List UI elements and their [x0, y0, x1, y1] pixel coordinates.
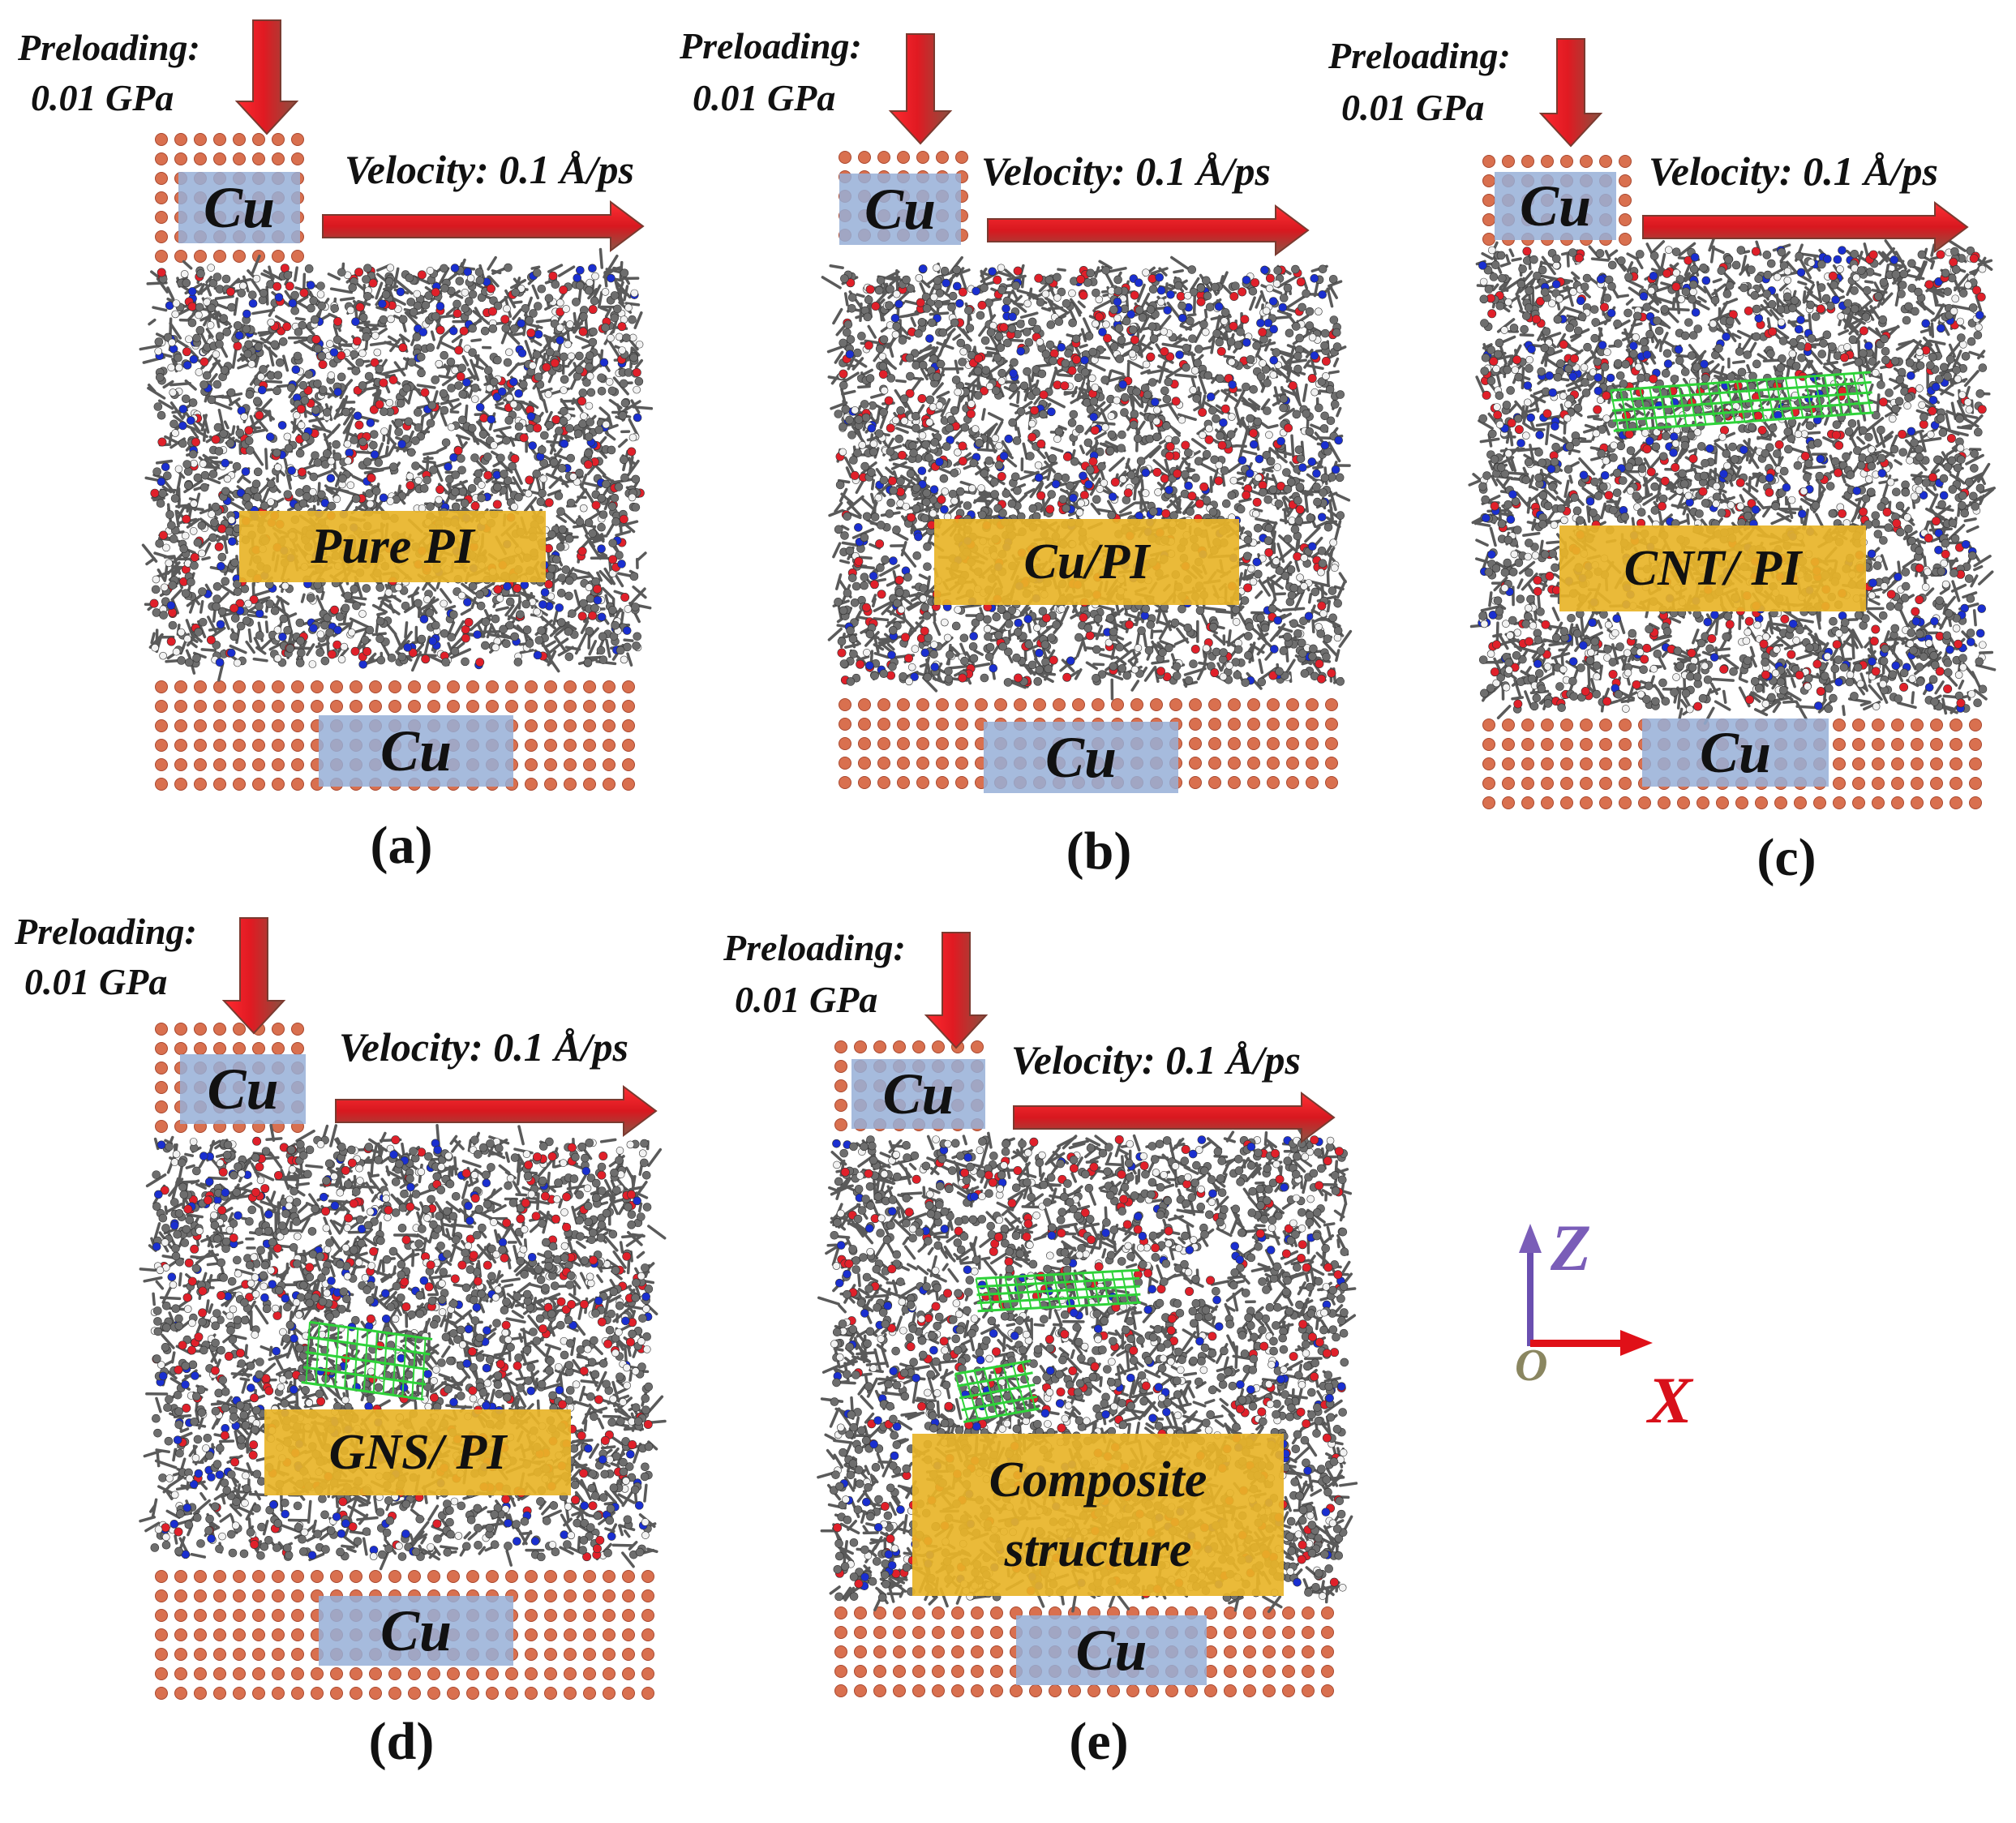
material-line-1: Composite	[989, 1452, 1207, 1508]
material-label: CNT/ PI	[1559, 525, 1866, 611]
cnt-filler	[975, 1268, 1141, 1313]
preloading-arrow-a	[234, 19, 299, 135]
top-cu-label: Cu	[178, 172, 300, 243]
bottom-cu-label: Cu	[1642, 718, 1829, 787]
top-cu-label: Cu	[839, 174, 961, 245]
pressure-label: 0.01 GPa	[24, 961, 168, 1002]
panel-caption: (d)	[368, 1712, 435, 1771]
pressure-label: 0.01 GPa	[693, 77, 836, 118]
velocity-label: Velocity: 0.1 Å/ps	[981, 148, 1271, 194]
velocity-label: Velocity: 0.1 Å/ps	[339, 1024, 628, 1070]
preloading-label: Preloading:	[723, 927, 906, 968]
velocity-arrow-a	[322, 200, 645, 252]
origin-label: O	[1515, 1340, 1548, 1391]
gns-filler	[954, 1359, 1040, 1423]
bottom-cu-label: Cu	[319, 1596, 513, 1666]
preloading-label: Preloading:	[680, 25, 862, 66]
preloading-label: Preloading:	[1328, 35, 1511, 76]
material-line-1: CNT/ PI	[1624, 540, 1802, 596]
preloading-arrow-c	[1538, 38, 1603, 148]
preloading-arrow-b	[888, 33, 953, 145]
bottom-cu-label: Cu	[984, 722, 1178, 793]
z-axis-arrow	[1519, 1224, 1542, 1346]
panel-caption: (c)	[1756, 828, 1817, 887]
material-line-1: Cu/PI	[1023, 534, 1150, 590]
top-cu-label: Cu	[1495, 172, 1616, 240]
velocity-arrow-b	[987, 204, 1310, 256]
panel-caption: (e)	[1069, 1712, 1129, 1771]
panel-caption: (a)	[370, 816, 433, 875]
pressure-label: 0.01 GPa	[1341, 87, 1485, 128]
velocity-label: Velocity: 0.1 Å/ps	[1011, 1037, 1301, 1083]
bottom-copper-lattice	[155, 680, 635, 791]
material-label: Cu/PI	[934, 519, 1239, 605]
material-label: GNS/ PI	[264, 1409, 571, 1495]
z-axis-label: Z	[1551, 1211, 1592, 1285]
bottom-cu-label: Cu	[1016, 1615, 1207, 1685]
top-cu-label: Cu	[180, 1054, 306, 1124]
gns-filler	[301, 1320, 433, 1401]
velocity-arrow-e	[1013, 1092, 1336, 1143]
material-line-2: structure	[1004, 1522, 1192, 1577]
x-axis-label: X	[1648, 1363, 1692, 1437]
preloading-label: Preloading:	[18, 27, 200, 68]
preloading-arrow-d	[221, 917, 286, 1035]
preloading-label: Preloading:	[15, 911, 197, 952]
velocity-label: Velocity: 0.1 Å/ps	[345, 147, 634, 192]
cnt-filler	[1610, 371, 1874, 432]
top-cu-label: Cu	[851, 1059, 985, 1129]
preloading-arrow-e	[924, 932, 989, 1049]
velocity-label: Velocity: 0.1 Å/ps	[1649, 148, 1938, 194]
velocity-arrow-d	[335, 1085, 658, 1137]
pressure-label: 0.01 GPa	[31, 77, 174, 118]
material-label: Pure PI	[239, 511, 546, 582]
material-label: Composite structure	[912, 1434, 1284, 1596]
bottom-cu-label: Cu	[319, 715, 513, 787]
x-axis-arrow	[1530, 1330, 1653, 1356]
material-line-1: GNS/ PI	[328, 1424, 507, 1480]
velocity-arrow-c	[1642, 201, 1969, 253]
pressure-label: 0.01 GPa	[735, 979, 878, 1020]
material-line-1: Pure PI	[311, 518, 474, 574]
panel-caption: (b)	[1066, 821, 1132, 881]
